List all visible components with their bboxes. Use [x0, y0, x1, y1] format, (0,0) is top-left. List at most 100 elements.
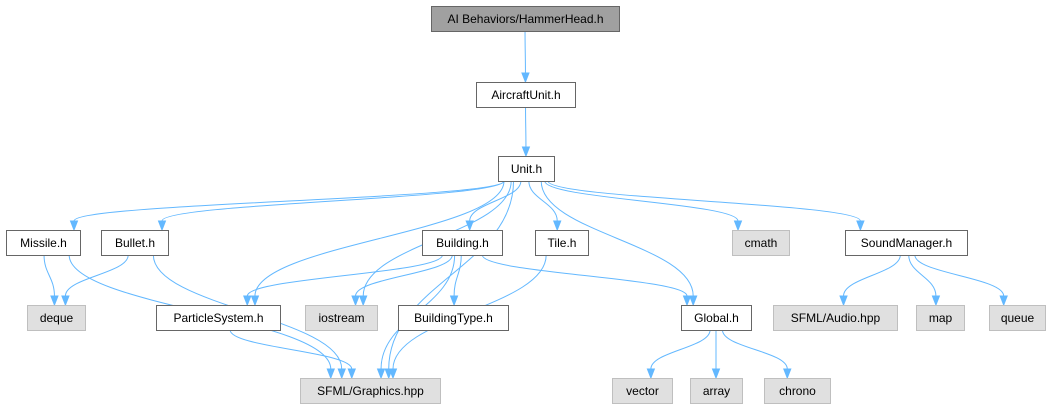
node-sfmlaudio: SFML/Audio.hpp [773, 305, 898, 331]
node-building[interactable]: Building.h [422, 230, 503, 256]
arrowhead-icon [376, 368, 386, 380]
node-label: cmath [745, 236, 778, 250]
edge-missile-to-deque [43, 254, 59, 307]
arrowhead-icon [61, 295, 70, 307]
node-label: iostream [318, 311, 364, 325]
edge-line [547, 180, 861, 222]
node-label: BuildingType.h [414, 311, 493, 325]
node-label: map [929, 311, 953, 325]
arrowhead-icon [388, 368, 398, 380]
node-sfmlgraphics: SFML/Graphics.hpp [300, 378, 441, 404]
node-label: array [703, 384, 730, 398]
edge-line [229, 329, 353, 370]
edge-line [161, 180, 505, 222]
node-label: deque [40, 311, 74, 325]
node-unit[interactable]: Unit.h [498, 156, 555, 182]
node-global[interactable]: Global.h [681, 305, 752, 331]
edge-bullet-to-deque [61, 254, 129, 307]
node-label: AircraftUnit.h [491, 88, 560, 102]
arrowhead-icon [358, 295, 368, 307]
edge-unit-to-particlesystem [250, 180, 505, 307]
edge-building-to-particlesystem [243, 254, 443, 307]
arrowhead-icon [711, 368, 721, 380]
arrowhead-icon [688, 295, 698, 307]
edge-line [453, 254, 462, 297]
node-box [422, 230, 503, 256]
edge-line [721, 329, 788, 370]
node-soundmanager[interactable]: SoundManager.h [845, 230, 968, 256]
edge-unit-to-tile [528, 180, 562, 232]
edge-global-to-chrono [721, 329, 792, 380]
arrowhead-icon [50, 295, 59, 307]
node-box [773, 305, 898, 331]
node-label: AI Behaviors/HammerHead.h [447, 12, 603, 26]
arrowhead-icon [326, 368, 335, 380]
node-box [535, 230, 589, 256]
node-box [6, 230, 81, 256]
edge-line [469, 180, 522, 222]
node-missile[interactable]: Missile.h [6, 230, 81, 256]
node-particlesystem[interactable]: ParticleSystem.h [156, 305, 281, 331]
node-box [989, 305, 1046, 331]
node-label: Building.h [436, 236, 489, 250]
edge-soundmanager-to-sfmlaudio [839, 254, 901, 307]
edge-line [355, 254, 453, 297]
node-label: SoundManager.h [861, 236, 952, 250]
edge-line [388, 180, 515, 370]
node-label: Missile.h [20, 236, 67, 250]
node-buildingtype[interactable]: BuildingType.h [398, 305, 509, 331]
node-box [305, 305, 378, 331]
node-label: Unit.h [511, 162, 542, 176]
edge-unit-to-bullet [157, 180, 505, 232]
edge-unit-to-sfmlgraphics [384, 180, 515, 380]
edge-line [43, 254, 55, 297]
edge-soundmanager-to-queue [914, 254, 1008, 307]
node-bullet[interactable]: Bullet.h [101, 230, 169, 256]
node-tile[interactable]: Tile.h [535, 230, 589, 256]
node-box [476, 82, 576, 108]
node-label: Tile.h [548, 236, 577, 250]
node-label: chrono [779, 384, 816, 398]
node-label: ParticleSystem.h [173, 311, 263, 325]
edge-soundmanager-to-map [908, 254, 941, 307]
edge-line [246, 254, 443, 297]
node-array: array [690, 378, 743, 404]
edge-line [254, 180, 505, 297]
edge-line [544, 180, 739, 222]
arrowhead-icon [337, 368, 346, 380]
arrowhead-icon [646, 368, 656, 380]
arrowhead-icon [69, 220, 79, 232]
node-label: SFML/Graphics.hpp [317, 384, 424, 398]
node-box [27, 305, 86, 331]
edge-building-to-buildingtype [449, 254, 462, 307]
arrowhead-icon [783, 368, 792, 380]
node-box [612, 378, 673, 404]
node-box [732, 230, 790, 256]
node-deque: deque [27, 305, 86, 331]
edge-unit-to-global [540, 180, 698, 307]
edge-line [64, 254, 129, 297]
node-label: queue [1001, 311, 1035, 325]
edge-aircraftunit-to-unit [521, 106, 531, 158]
arrowhead-icon [250, 295, 260, 307]
node-aircraftunit[interactable]: AircraftUnit.h [476, 82, 576, 108]
arrowhead-icon [243, 295, 252, 307]
arrowhead-icon [856, 220, 865, 232]
node-label: Global.h [694, 311, 739, 325]
edge-line [73, 180, 505, 222]
node-box [690, 378, 743, 404]
arrowhead-icon [521, 72, 530, 84]
arrowhead-icon [999, 295, 1008, 307]
edge-global-to-array [711, 330, 721, 380]
edge-unit-to-missile [69, 180, 505, 232]
nodes-layer: AI Behaviors/HammerHead.hAircraftUnit.hU… [6, 6, 1046, 404]
edge-line [914, 254, 1005, 297]
node-box [300, 378, 441, 404]
node-label: vector [626, 384, 659, 398]
edge-global-to-vector [646, 329, 711, 380]
arrowhead-icon [682, 295, 692, 307]
arrowhead-icon [157, 220, 167, 232]
node-hammerhead: AI Behaviors/HammerHead.h [431, 6, 620, 32]
edge-line [908, 254, 937, 297]
node-box [156, 305, 281, 331]
